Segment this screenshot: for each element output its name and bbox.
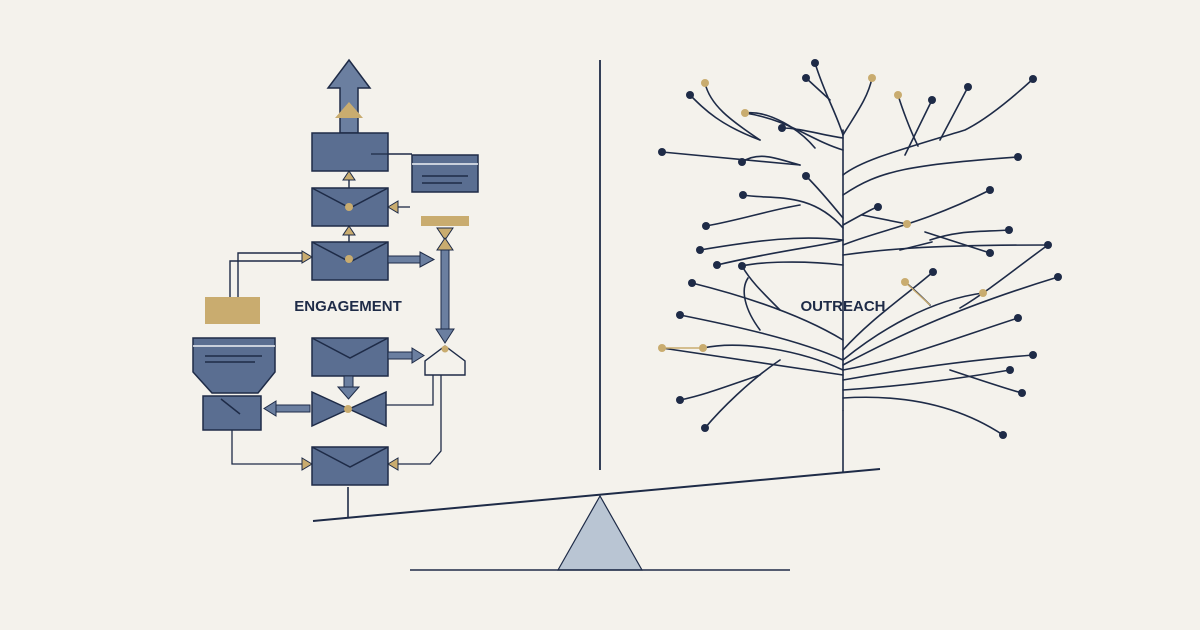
down-arrow-icon (343, 375, 354, 389)
feedback-loop-line (237, 252, 302, 309)
arrow-head-icon (342, 170, 356, 181)
dot-icon (1014, 153, 1022, 161)
inbox-icon (202, 395, 262, 431)
valve-icon (436, 227, 454, 241)
envelope-icon (311, 241, 389, 281)
loop-connector (231, 430, 302, 465)
dot-icon (701, 79, 709, 87)
dot-icon (903, 220, 911, 228)
loop-connector (386, 375, 434, 406)
dot-icon (802, 74, 810, 82)
engagement-label: ENGAGEMENT (294, 298, 402, 315)
dot-icon (929, 268, 937, 276)
dot-icon (979, 289, 987, 297)
arrow-head-icon (301, 457, 313, 471)
dot-icon (1018, 389, 1026, 397)
dot-icon (874, 203, 882, 211)
bowtie-valve-icon (311, 390, 387, 428)
outreach-tree (661, 62, 1059, 436)
dot-icon (894, 91, 902, 99)
dot-icon (741, 109, 749, 117)
arrow-head-icon (301, 250, 313, 264)
engagement-flowchart: ENGAGEMENT (192, 58, 479, 486)
arrow-head-icon (342, 225, 356, 236)
dot-icon (928, 96, 936, 104)
seesaw (312, 410, 881, 571)
dot-icon (701, 424, 709, 432)
vertical-arrow-icon (440, 249, 450, 331)
hopper-icon (192, 337, 276, 394)
dot-icon (999, 431, 1007, 439)
envelope-icon (311, 187, 389, 227)
dot-icon (868, 74, 876, 82)
right-arrow-icon (387, 351, 413, 360)
tree-nodes (658, 59, 1062, 439)
outreach-label: OUTREACH (801, 298, 886, 315)
dot-icon (811, 59, 819, 67)
gold-block-icon (205, 297, 260, 324)
dot-icon (713, 261, 721, 269)
dot-icon (696, 246, 704, 254)
seesaw-beam (312, 468, 881, 522)
dot-icon (702, 222, 710, 230)
up-arrow-icon (326, 58, 372, 134)
document-icon (411, 154, 479, 193)
envelope-icon (311, 446, 389, 486)
funnel-outline-icon (424, 345, 466, 376)
top-process-box (311, 132, 389, 172)
dot-icon (1014, 314, 1022, 322)
dot-icon (1029, 75, 1037, 83)
dot-icon (778, 124, 786, 132)
dot-icon (738, 158, 746, 166)
dot-icon (676, 396, 684, 404)
dot-icon (1054, 273, 1062, 281)
dot-icon (1044, 241, 1052, 249)
left-arrow-icon (275, 404, 311, 413)
fulcrum-triangle (556, 494, 644, 571)
envelope-icon (311, 337, 389, 377)
dot-icon (688, 279, 696, 287)
arrow-head-icon (387, 457, 399, 471)
dot-icon (738, 262, 746, 270)
right-arrow-icon (387, 255, 421, 264)
dot-icon (986, 186, 994, 194)
dot-icon (658, 148, 666, 156)
dot-icon (686, 91, 694, 99)
dot-icon (676, 311, 684, 319)
dot-icon (964, 83, 972, 91)
dot-icon (802, 172, 810, 180)
dot-icon (986, 249, 994, 257)
gold-bar-icon (421, 216, 469, 226)
dot-icon (1029, 351, 1037, 359)
dot-icon (1005, 226, 1013, 234)
gold-triangle-icon (335, 102, 363, 118)
dot-icon (739, 191, 747, 199)
arrow-head-icon (387, 200, 399, 214)
dot-icon (1006, 366, 1014, 374)
